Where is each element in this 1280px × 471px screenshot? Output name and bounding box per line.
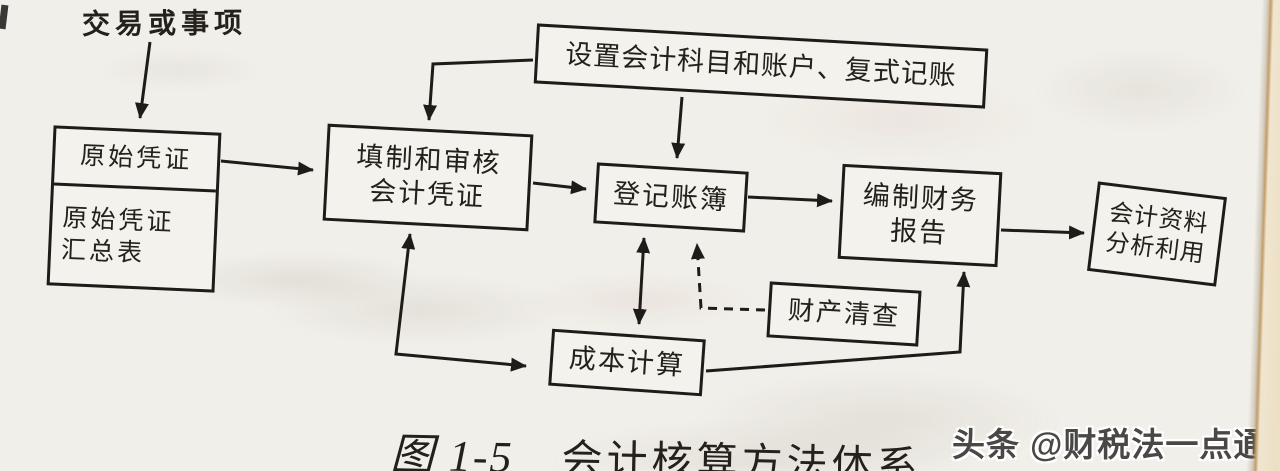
figure-title: 会计核算方法体系	[561, 436, 922, 471]
financial-report-line1: 编制财务	[862, 179, 980, 216]
node-accounting-data-analysis: 会计资料 分析利用	[1087, 181, 1227, 287]
arrow-inventory-to-register-dashed	[690, 243, 766, 312]
voucher-summary-line1: 原始凭证	[61, 205, 176, 238]
node-original-voucher-cell: 原始凭证	[53, 128, 219, 193]
node-property-inventory: 财产清查	[766, 281, 922, 347]
arrow-register-to-report	[747, 193, 833, 208]
node-prepare-financial-report: 编制财务 报告	[837, 163, 1003, 268]
arrow-voucher-to-fill-audit	[220, 159, 314, 176]
arrow-cost-to-report	[705, 271, 971, 373]
arrow-transaction-to-voucher	[135, 41, 152, 119]
node-fill-and-audit-vouchers: 填制和审核 会计凭证	[322, 123, 534, 232]
node-transaction-or-event: 交易或事项	[81, 8, 248, 41]
arrow-fill-audit-to-register	[532, 180, 587, 195]
watermark-text: 头条 @财税法一点通	[952, 426, 1268, 463]
setup-accounts-label: 设置会计科目和账户、复式记账	[564, 39, 958, 92]
arrow-setup-to-register	[671, 96, 686, 159]
register-books-label: 登记账簿	[612, 178, 730, 216]
voucher-summary-line2: 汇总表	[60, 236, 146, 268]
node-register-account-books: 登记账簿	[593, 162, 749, 233]
arrow-fill-audit-cost-bidirectional	[394, 233, 527, 372]
fill-audit-line2: 会计凭证	[368, 175, 486, 212]
financial-report-line2: 报告	[889, 214, 949, 248]
node-original-voucher-summary-cell: 原始凭证 汇总表	[50, 185, 216, 289]
figure-number: 图 1-5	[389, 430, 515, 471]
property-inventory-label: 财产清查	[787, 295, 901, 332]
arrow-report-to-analysis	[1000, 225, 1085, 240]
node-cost-calculation: 成本计算	[548, 328, 706, 397]
arrow-setup-to-fill-audit	[423, 58, 534, 121]
node-original-voucher: 原始凭证 原始凭证 汇总表	[46, 125, 222, 293]
cost-calculation-label: 成本计算	[568, 342, 686, 381]
arrow-register-cost-bidirectional	[632, 237, 651, 325]
